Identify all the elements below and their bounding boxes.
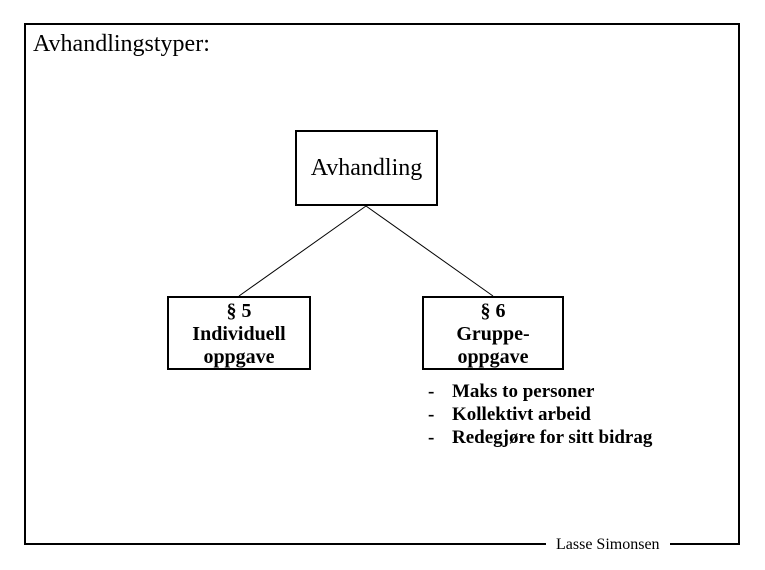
tree-node-individuell-oppgave: § 5 Individuell oppgave <box>167 296 311 370</box>
slide-title: Avhandlingstyper: <box>33 31 210 57</box>
tree-node-gruppe-oppgave: § 6 Gruppe- oppgave <box>422 296 564 370</box>
node-line-paragraph: § 6 <box>480 300 506 322</box>
bullet-item: - Kollektivt arbeid <box>428 404 652 426</box>
node-line-suffix: oppgave <box>203 346 275 368</box>
bullet-dash-marker: - <box>428 427 435 448</box>
tree-root-label: Avhandling <box>310 154 423 181</box>
footer-author-label: Lasse Simonsen <box>546 535 670 554</box>
bullet-item: - Redegjøre for sitt bidrag <box>428 427 652 449</box>
node-line-type: Gruppe- <box>456 323 530 345</box>
node-line-suffix: oppgave <box>457 346 529 368</box>
slide-border-frame <box>24 23 740 545</box>
bullet-text: Kollektivt arbeid <box>452 404 591 425</box>
tree-root-box: Avhandling <box>295 130 438 206</box>
bullet-dash-marker: - <box>428 381 435 402</box>
bullet-dash-marker: - <box>428 404 435 425</box>
bullet-text: Maks to personer <box>452 381 595 402</box>
node-line-paragraph: § 5 <box>226 300 252 322</box>
bullet-list: - Maks to personer - Kollektivt arbeid -… <box>428 381 652 450</box>
node-line-type: Individuell <box>192 323 286 345</box>
bullet-text: Redegjøre for sitt bidrag <box>452 427 653 448</box>
bullet-item: - Maks to personer <box>428 381 652 403</box>
